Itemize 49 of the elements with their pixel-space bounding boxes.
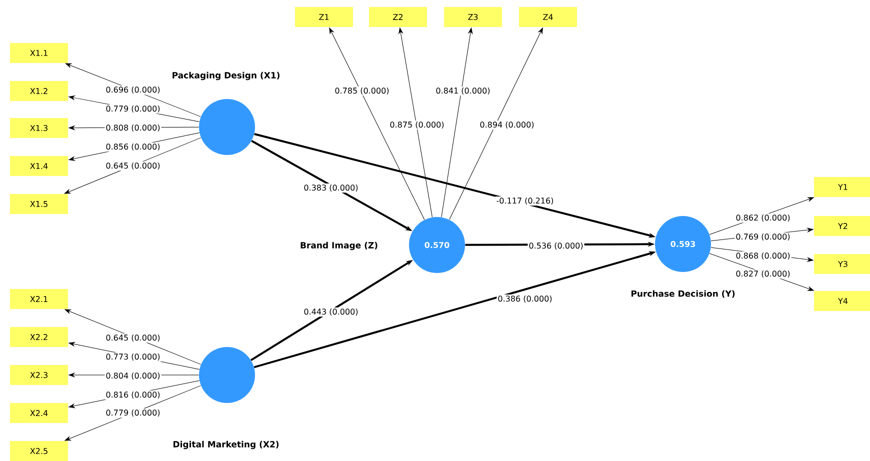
edge-label: 0.816 (0.000) [104,390,162,400]
construct-label: Digital Marketing (X2) [174,440,279,450]
indicator-box: X1.4 [10,156,68,176]
edge-label: 0.769 (0.000) [734,232,792,242]
arrow [441,28,473,218]
indicator-box: X1.3 [10,118,68,138]
indicator-box: X2.5 [10,441,68,461]
construct-label: Purchase Decision (Y) [632,290,735,298]
edge-label: 0.645 (0.000) [104,333,162,343]
edge-label: 0.773 (0.000) [104,352,162,362]
edge-label: 0.785 (0.000) [334,86,390,96]
arrow [398,28,432,218]
construct-label: Brand Image (Z) [300,242,378,250]
indicator-box: Y3 [814,254,870,274]
indicator-box: X1.5 [10,194,68,214]
edge-label: 0.779 (0.000) [104,104,162,114]
edge-label: 0.862 (0.000) [734,213,792,223]
edge-label: 0.386 (0.000) [496,294,554,304]
edge-label: -0.117 (0.216) [495,196,555,206]
edge-label: 0.536 (0.000) [528,241,584,251]
construct-label: Packaging Design (X1) [172,72,280,80]
arrow [329,28,425,220]
indicator-box: Z1 [295,7,353,27]
edge-label: 0.804 (0.000) [104,371,162,381]
indicator-box: X2.1 [10,289,68,309]
edge-label: 0.875 (0.000) [388,120,446,130]
edge-label: 0.645 (0.000) [104,161,162,171]
indicator-box: Z4 [519,7,577,27]
edge-label: 0.383 (0.000) [302,183,360,193]
edge-label: 0.696 (0.000) [104,85,162,95]
indicator-box: Y2 [814,216,870,236]
indicator-box: X1.1 [10,43,68,63]
indicator-box: X1.2 [10,81,68,101]
arrow [449,28,543,220]
indicator-box: Z2 [369,7,427,27]
edge-label: 0.868 (0.000) [734,251,792,261]
indicator-box: X2.4 [10,403,68,423]
edge-label: 0.808 (0.000) [104,123,162,133]
indicator-box: X2.2 [10,327,68,347]
edge-label: 0.443 (0.000) [302,307,360,317]
indicator-box: X2.3 [10,365,68,385]
indicator-box: Y4 [814,291,870,311]
edge-label: 0.856 (0.000) [104,142,162,152]
indicator-box: Y1 [814,177,870,197]
edge-label: 0.894 (0.000) [478,120,536,130]
edge-label: 0.841 (0.000) [434,86,492,96]
edge-label: 0.827 (0.000) [734,269,792,279]
indicator-box: Z3 [444,7,502,27]
edge-label: 0.779 (0.000) [104,408,162,418]
